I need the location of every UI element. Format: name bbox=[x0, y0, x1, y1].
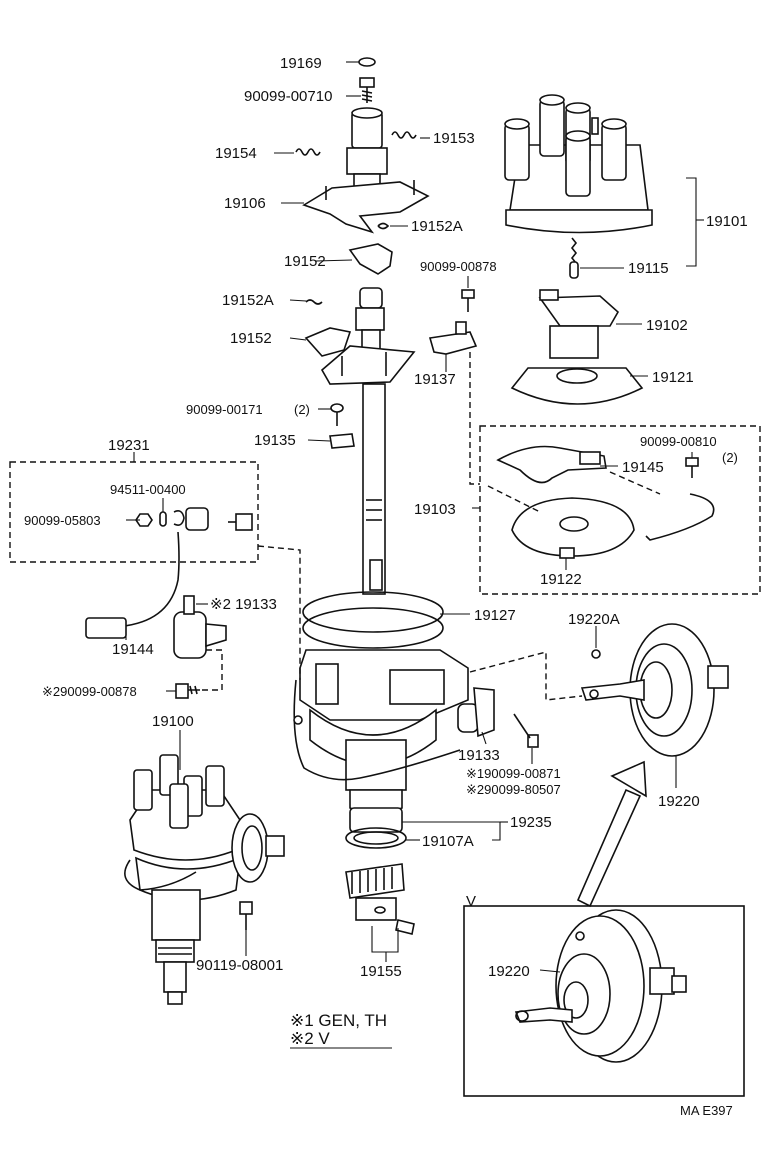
label-view-v: V bbox=[466, 893, 476, 910]
label-19231: 19231 bbox=[108, 437, 150, 454]
bolt-90119-08001 bbox=[239, 901, 253, 930]
dust-cover-19121 bbox=[510, 367, 644, 405]
cam-shaft-top bbox=[346, 107, 388, 197]
weight-19152-mid bbox=[304, 327, 352, 357]
label-190099-00871: ※190099-00871 bbox=[466, 766, 561, 781]
label-19152-top: 19152 bbox=[284, 253, 326, 270]
rotor-19102 bbox=[538, 289, 620, 359]
distributor-shaft bbox=[320, 287, 416, 595]
spring-19153 bbox=[391, 131, 417, 139]
label-19220-view: 19220 bbox=[488, 963, 530, 980]
label-19137: 19137 bbox=[414, 371, 456, 388]
carbon-brush-19115 bbox=[569, 237, 579, 279]
wire-clip bbox=[645, 493, 715, 541]
terminal-94511-00400 bbox=[159, 507, 209, 531]
note-1: ※1 GEN, TH bbox=[290, 1011, 387, 1030]
label-90099-00810-qty: (2) bbox=[722, 450, 738, 465]
label-19235: 19235 bbox=[510, 814, 552, 831]
label-19155: 19155 bbox=[360, 963, 402, 980]
label-19121: 19121 bbox=[652, 369, 694, 386]
o-ring-19107A bbox=[345, 827, 407, 849]
condenser-19133-right bbox=[457, 687, 495, 738]
contact-arm-19145 bbox=[496, 445, 607, 484]
label-19153: 19153 bbox=[433, 130, 475, 147]
vacuum-advancer-19220 bbox=[580, 623, 729, 757]
clip-19152A-mid bbox=[305, 299, 323, 305]
distributor-cap-19101 bbox=[504, 94, 653, 234]
label-19127: 19127 bbox=[474, 607, 516, 624]
clip-19152A-top bbox=[377, 222, 390, 230]
distributor-assembly-19100 bbox=[124, 754, 285, 1005]
vacuum-advancer-view-v bbox=[514, 909, 687, 1063]
label-19133-left: ※2 19133 bbox=[210, 596, 277, 613]
nut-19169 bbox=[358, 57, 376, 67]
label-19101: 19101 bbox=[706, 213, 748, 230]
label-90099-00810: 90099-00810 bbox=[640, 434, 717, 449]
screw-290099-00878 bbox=[175, 683, 200, 699]
label-19152A-mid: 19152A bbox=[222, 292, 274, 309]
label-290099-00878: ※290099-00878 bbox=[42, 684, 137, 699]
plug-connector bbox=[228, 513, 253, 531]
label-90099-00878: 90099-00878 bbox=[420, 259, 497, 274]
dashed-connectors bbox=[200, 352, 661, 701]
label-90099-00171-qty: (2) bbox=[294, 402, 310, 417]
label-19106: 19106 bbox=[224, 195, 266, 212]
label-19145: 19145 bbox=[622, 459, 664, 476]
leader-lines bbox=[125, 61, 704, 973]
label-19135: 19135 bbox=[254, 432, 296, 449]
label-19152A-top: 19152A bbox=[411, 218, 463, 235]
arrow-to-view-v bbox=[576, 760, 647, 908]
plate-19135 bbox=[329, 433, 355, 449]
drive-gear-19155 bbox=[345, 863, 415, 935]
clamp-19137 bbox=[428, 321, 478, 355]
condenser-19133-left bbox=[173, 595, 227, 659]
weight-19152-top bbox=[348, 243, 393, 275]
label-19133-right: 19133 bbox=[458, 747, 500, 764]
label-290099-80507: ※290099-80507 bbox=[466, 782, 561, 797]
governor-plate-19106 bbox=[302, 180, 430, 234]
label-19220: 19220 bbox=[658, 793, 700, 810]
label-19220A: 19220A bbox=[568, 611, 620, 628]
spring-19154 bbox=[295, 148, 321, 156]
label-90099-00171: 90099-00171 bbox=[186, 402, 263, 417]
breaker-plate-19122 bbox=[511, 497, 635, 559]
screw-90099-00878-top bbox=[461, 289, 475, 312]
clip-19220A bbox=[591, 649, 601, 659]
label-19122: 19122 bbox=[540, 571, 582, 588]
ref-code: MA E397 bbox=[680, 1103, 733, 1118]
screw-190099-00871 bbox=[513, 713, 539, 748]
wire-harness-19144 bbox=[85, 531, 180, 639]
label-19169: 19169 bbox=[280, 55, 322, 72]
note-2: ※2 V bbox=[290, 1029, 330, 1048]
label-19103: 19103 bbox=[414, 501, 456, 518]
screw-90099-00171 bbox=[330, 403, 344, 426]
housing-body bbox=[299, 591, 469, 833]
label-90119-08001: 90119-08001 bbox=[196, 957, 283, 974]
label-19102: 19102 bbox=[646, 317, 688, 334]
label-19115: 19115 bbox=[628, 260, 669, 277]
label-90099-00710: 90099-00710 bbox=[244, 88, 332, 105]
label-19152-mid: 19152 bbox=[230, 330, 272, 347]
label-19107A: 19107A bbox=[422, 833, 474, 850]
label-19100: 19100 bbox=[152, 713, 194, 730]
part-labels: 19169 90099-00710 19153 19154 19106 1915… bbox=[24, 55, 748, 1118]
label-19144: 19144 bbox=[112, 641, 154, 658]
label-90099-05803: 90099-05803 bbox=[24, 513, 101, 528]
condenser-lead bbox=[293, 679, 461, 781]
label-94511-00400: 94511-00400 bbox=[110, 482, 186, 497]
label-19154: 19154 bbox=[215, 145, 257, 162]
screw-90099-00810 bbox=[685, 457, 699, 478]
screw-90099-00710 bbox=[359, 77, 375, 103]
